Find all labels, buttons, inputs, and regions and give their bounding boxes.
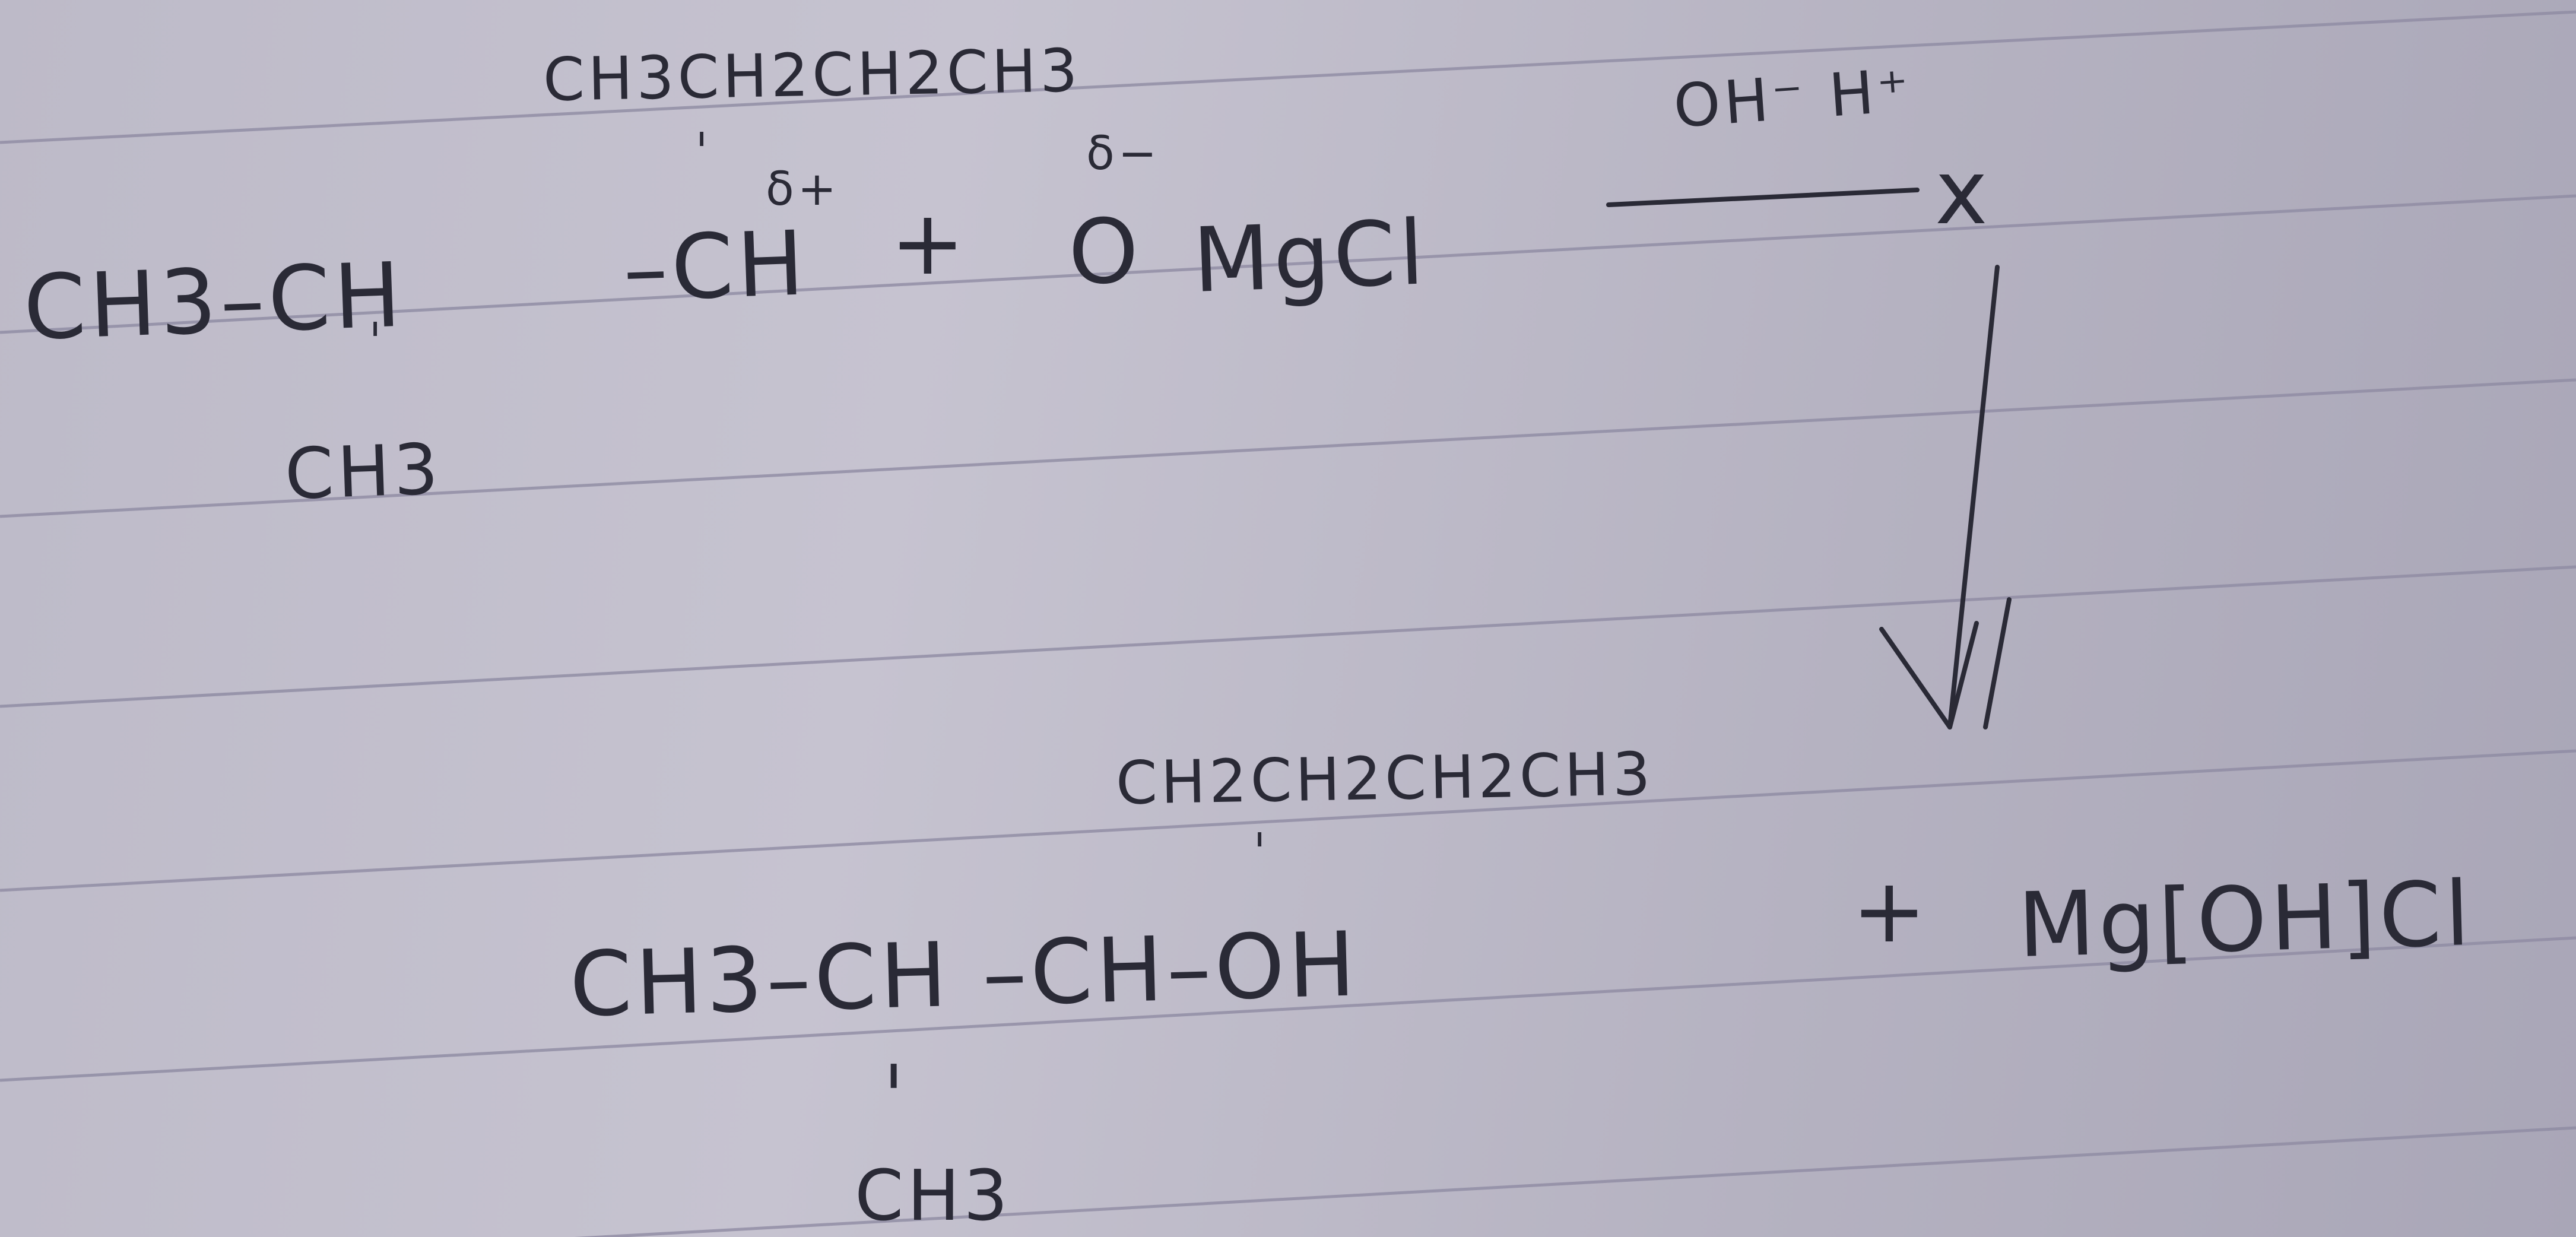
reactant-branch-bond: ˈ [368,313,386,374]
forward-arrow-line [1606,188,1920,207]
product-main-line: CH3–CH –CH–OH [568,913,1360,1037]
product-bond-tick: ˈ [1252,823,1271,884]
byproduct-label: Mg[OH]Cl [2016,862,2475,978]
conditions-mark: x [1935,141,1991,245]
down-arrow-head-left [1879,627,1952,729]
partial-positive-label: δ+ [766,163,840,216]
reagent-oxygen: O [1068,201,1143,304]
reactant-bond-tick: ˈ [694,123,713,184]
product-branch-bond: ˈ [881,1049,910,1153]
plus-sign-1: + [890,192,969,295]
plus-sign-2: + [1852,859,1930,963]
partial-negative-label: δ− [1086,127,1161,180]
product-branch-label: CH3 [855,1154,1012,1236]
product-chain-label: CH2CH2CH2CH3 [1115,739,1655,818]
down-arrow-shaft [1947,265,2000,729]
down-arrow-shaft-2 [1983,597,2012,729]
down-arrow-head-right [1947,621,1979,729]
